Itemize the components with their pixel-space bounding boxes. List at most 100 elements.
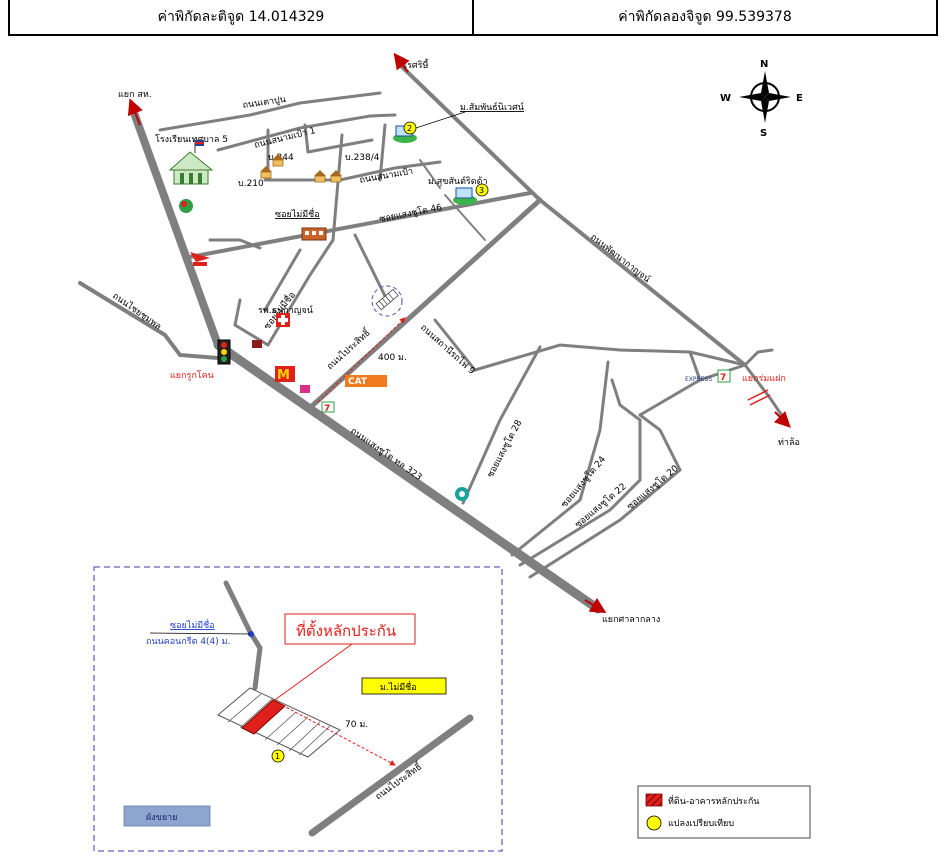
road-soi-inner	[266, 238, 335, 347]
label-mu-suksan: ม.สุขสันต์ริดด้า	[428, 175, 488, 187]
svg-text:S: S	[760, 128, 767, 139]
marker-1-icon	[271, 749, 285, 763]
callout-label: ที่ตั้งหลักประกัน	[296, 620, 396, 640]
marker-3-icon	[475, 183, 489, 197]
label-yaek-rom-saek: แยกร่มแฝก	[742, 374, 786, 384]
label-soi-46: ซอยแสงชูโต 46	[378, 202, 443, 225]
inset-plots	[217, 687, 341, 758]
inset-leader-line	[149, 632, 251, 635]
road-soi-20	[528, 413, 682, 579]
ptt-icon	[455, 487, 469, 501]
road-local-e	[419, 159, 441, 189]
label-sathanee-9: ถนนสถานีรถไฟ 9	[418, 322, 477, 377]
road-soi-24	[510, 360, 610, 557]
label-kanchana-hospital: รพ.ธนกาญจน์	[258, 304, 313, 316]
latitude-cell: ค่าพิกัดละติจูด 14.014329	[157, 9, 325, 25]
village-icon	[393, 125, 477, 205]
label-phatthana: ถนนพัฒนากาญจน์	[588, 231, 653, 285]
shop-icon	[252, 340, 262, 348]
road-phatthana	[538, 198, 747, 367]
svg-text:7: 7	[324, 404, 330, 414]
hospital-icon	[276, 313, 290, 327]
seven-eleven-express-icon: EXPRESS 7	[685, 369, 731, 383]
label-soi-28: ซอยแสงชูโต 28	[485, 418, 525, 480]
compass-icon: N S E W	[720, 59, 803, 139]
inset-road-label: ถนนคอนกรีต 4(4) ม.	[146, 636, 230, 647]
svg-text:E: E	[796, 93, 803, 104]
inset-road-prasit	[308, 714, 474, 837]
svg-text:EXPRESS: EXPRESS	[685, 376, 712, 383]
svg-text:M: M	[277, 368, 290, 383]
road-soi-east	[688, 350, 702, 382]
legend-collateral-label: ที่ดิน-อาคารหลักประกัน	[668, 794, 759, 807]
road-local-c	[306, 138, 374, 154]
road-soi-mai-mee-chue	[331, 133, 344, 242]
legend-collateral-swatch	[645, 793, 663, 807]
label-mu-sampan: ม.สัมพันธ์นิเวศน์	[460, 101, 524, 113]
label-ban-210: บ.210	[238, 179, 264, 189]
label-dist-70: 70 ม.	[345, 720, 368, 730]
road-saeng-chuto	[213, 340, 603, 614]
road-sathanee-9	[433, 318, 747, 372]
road-tao-poon	[158, 91, 382, 132]
label-chaiyasuphap: ถนนไชยชุมพล	[110, 290, 163, 332]
railway-crossing-icon	[747, 389, 771, 406]
callout-box	[284, 613, 416, 645]
arrow-tha-lo-icon	[773, 410, 791, 428]
road-local-f	[208, 238, 262, 250]
road-soi-inner-2	[233, 298, 270, 347]
legend-box	[637, 785, 811, 839]
label-school: โรงเรียนเทศบาล 5	[155, 134, 228, 145]
road-ressi	[396, 61, 542, 202]
house-icon	[260, 154, 342, 183]
school-icon	[168, 140, 214, 185]
expand-box	[123, 805, 211, 827]
road-soi-46	[188, 191, 532, 259]
road-soi-inner-3	[263, 248, 302, 312]
building-icon	[301, 227, 327, 241]
gas-station-icon	[179, 199, 193, 213]
road-sanam-pao	[263, 160, 442, 182]
svg-text:7: 7	[720, 373, 726, 383]
distance-400-line	[317, 317, 406, 403]
arrow-sala-klang-icon	[584, 597, 607, 614]
collateral-plot	[241, 699, 286, 735]
pink-shop-icon	[300, 385, 310, 393]
label-ban-238: บ.238/4	[345, 153, 380, 163]
inset-map: 1 ซอยไม่มีชื่อ ถนนคอนกรีต 4(4) ม. ที่ตั้…	[93, 566, 503, 852]
expand-label: ผังขยาย	[146, 813, 177, 823]
label-dist-400: 400 ม.	[378, 353, 407, 363]
coordinate-header: ค่าพิกัดละติจูด 14.014329 ค่าพิกัดลองจิจ…	[8, 0, 938, 36]
mu-box	[361, 677, 447, 695]
traffic-light-icon	[217, 339, 231, 365]
road-rom-saek	[743, 348, 774, 367]
inset-border	[93, 566, 503, 852]
legend: ที่ดิน-อาคารหลักประกัน แปลงเปรียบเทียบ	[637, 785, 811, 839]
label-prasit: ถนนไประสิทธิ์	[323, 325, 373, 372]
label-tha-lo: ท่าล้อ	[778, 437, 800, 448]
road-local-d	[378, 123, 387, 182]
svg-text:CAT: CAT	[348, 377, 368, 387]
road-north-main	[129, 106, 222, 349]
legend-comparison-swatch	[646, 815, 662, 831]
inset-road-soi	[223, 580, 263, 691]
svg-text:N: N	[760, 59, 768, 70]
marker-2-label: 2	[407, 124, 412, 133]
seven-eleven-icon: 7	[321, 401, 335, 414]
road-sanam-pao-1	[216, 113, 397, 152]
road-local-b	[303, 123, 310, 154]
inset-soi-label: ซอยไม่มีชื่อ	[170, 618, 215, 631]
arrow-north-icon	[127, 98, 143, 126]
label-soi-mai-mee-chue: ซอยไม่มีชื่อ	[275, 207, 320, 220]
road-chaiyasuphap	[78, 281, 220, 360]
collateral-location-icon	[371, 285, 403, 317]
cat-icon: CAT	[345, 375, 387, 387]
callout-pointer	[271, 643, 353, 703]
svg-text:W: W	[720, 93, 731, 104]
mu-label: ม.ไม่มีชื่อ	[380, 680, 417, 693]
label-saeng-chuto: ถนนแสงชูโต ทล 323	[348, 425, 424, 483]
label-ressi: เรศริษี้	[404, 58, 429, 71]
road-soi-28	[461, 345, 542, 505]
marker-1-label: 1	[275, 752, 280, 761]
